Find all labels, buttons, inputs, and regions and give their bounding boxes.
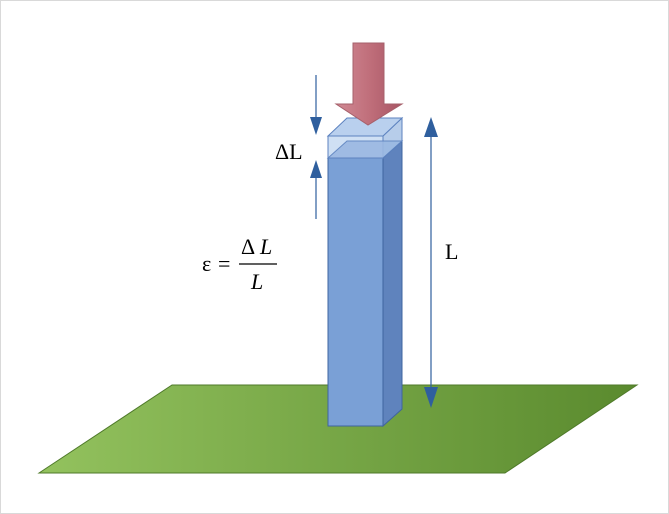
length-arrow-down-head <box>424 387 438 408</box>
formula-numerator-var: L <box>259 234 272 259</box>
column-side-face <box>382 139 403 428</box>
load-arrow <box>334 42 404 126</box>
delta-l-arrow-up-head <box>310 160 322 178</box>
strain-formula: ε = Δ L L <box>202 234 277 294</box>
column-inner-top-face <box>326 140 404 159</box>
ground-plane <box>37 384 639 474</box>
formula-epsilon: ε <box>202 251 211 276</box>
formula-denominator: L <box>250 269 263 294</box>
length-label: L <box>445 239 458 264</box>
formula-equals: = <box>218 251 230 276</box>
delta-l-arrow-down-head <box>310 117 322 135</box>
delta-l-dimension <box>310 75 322 219</box>
length-arrow-up-head <box>424 117 438 137</box>
length-dimension <box>424 117 438 408</box>
compressed-top-face <box>326 117 404 137</box>
delta-l-label: ΔL <box>275 139 303 164</box>
column-front-face <box>327 157 384 427</box>
formula-numerator-delta: Δ <box>241 234 255 259</box>
